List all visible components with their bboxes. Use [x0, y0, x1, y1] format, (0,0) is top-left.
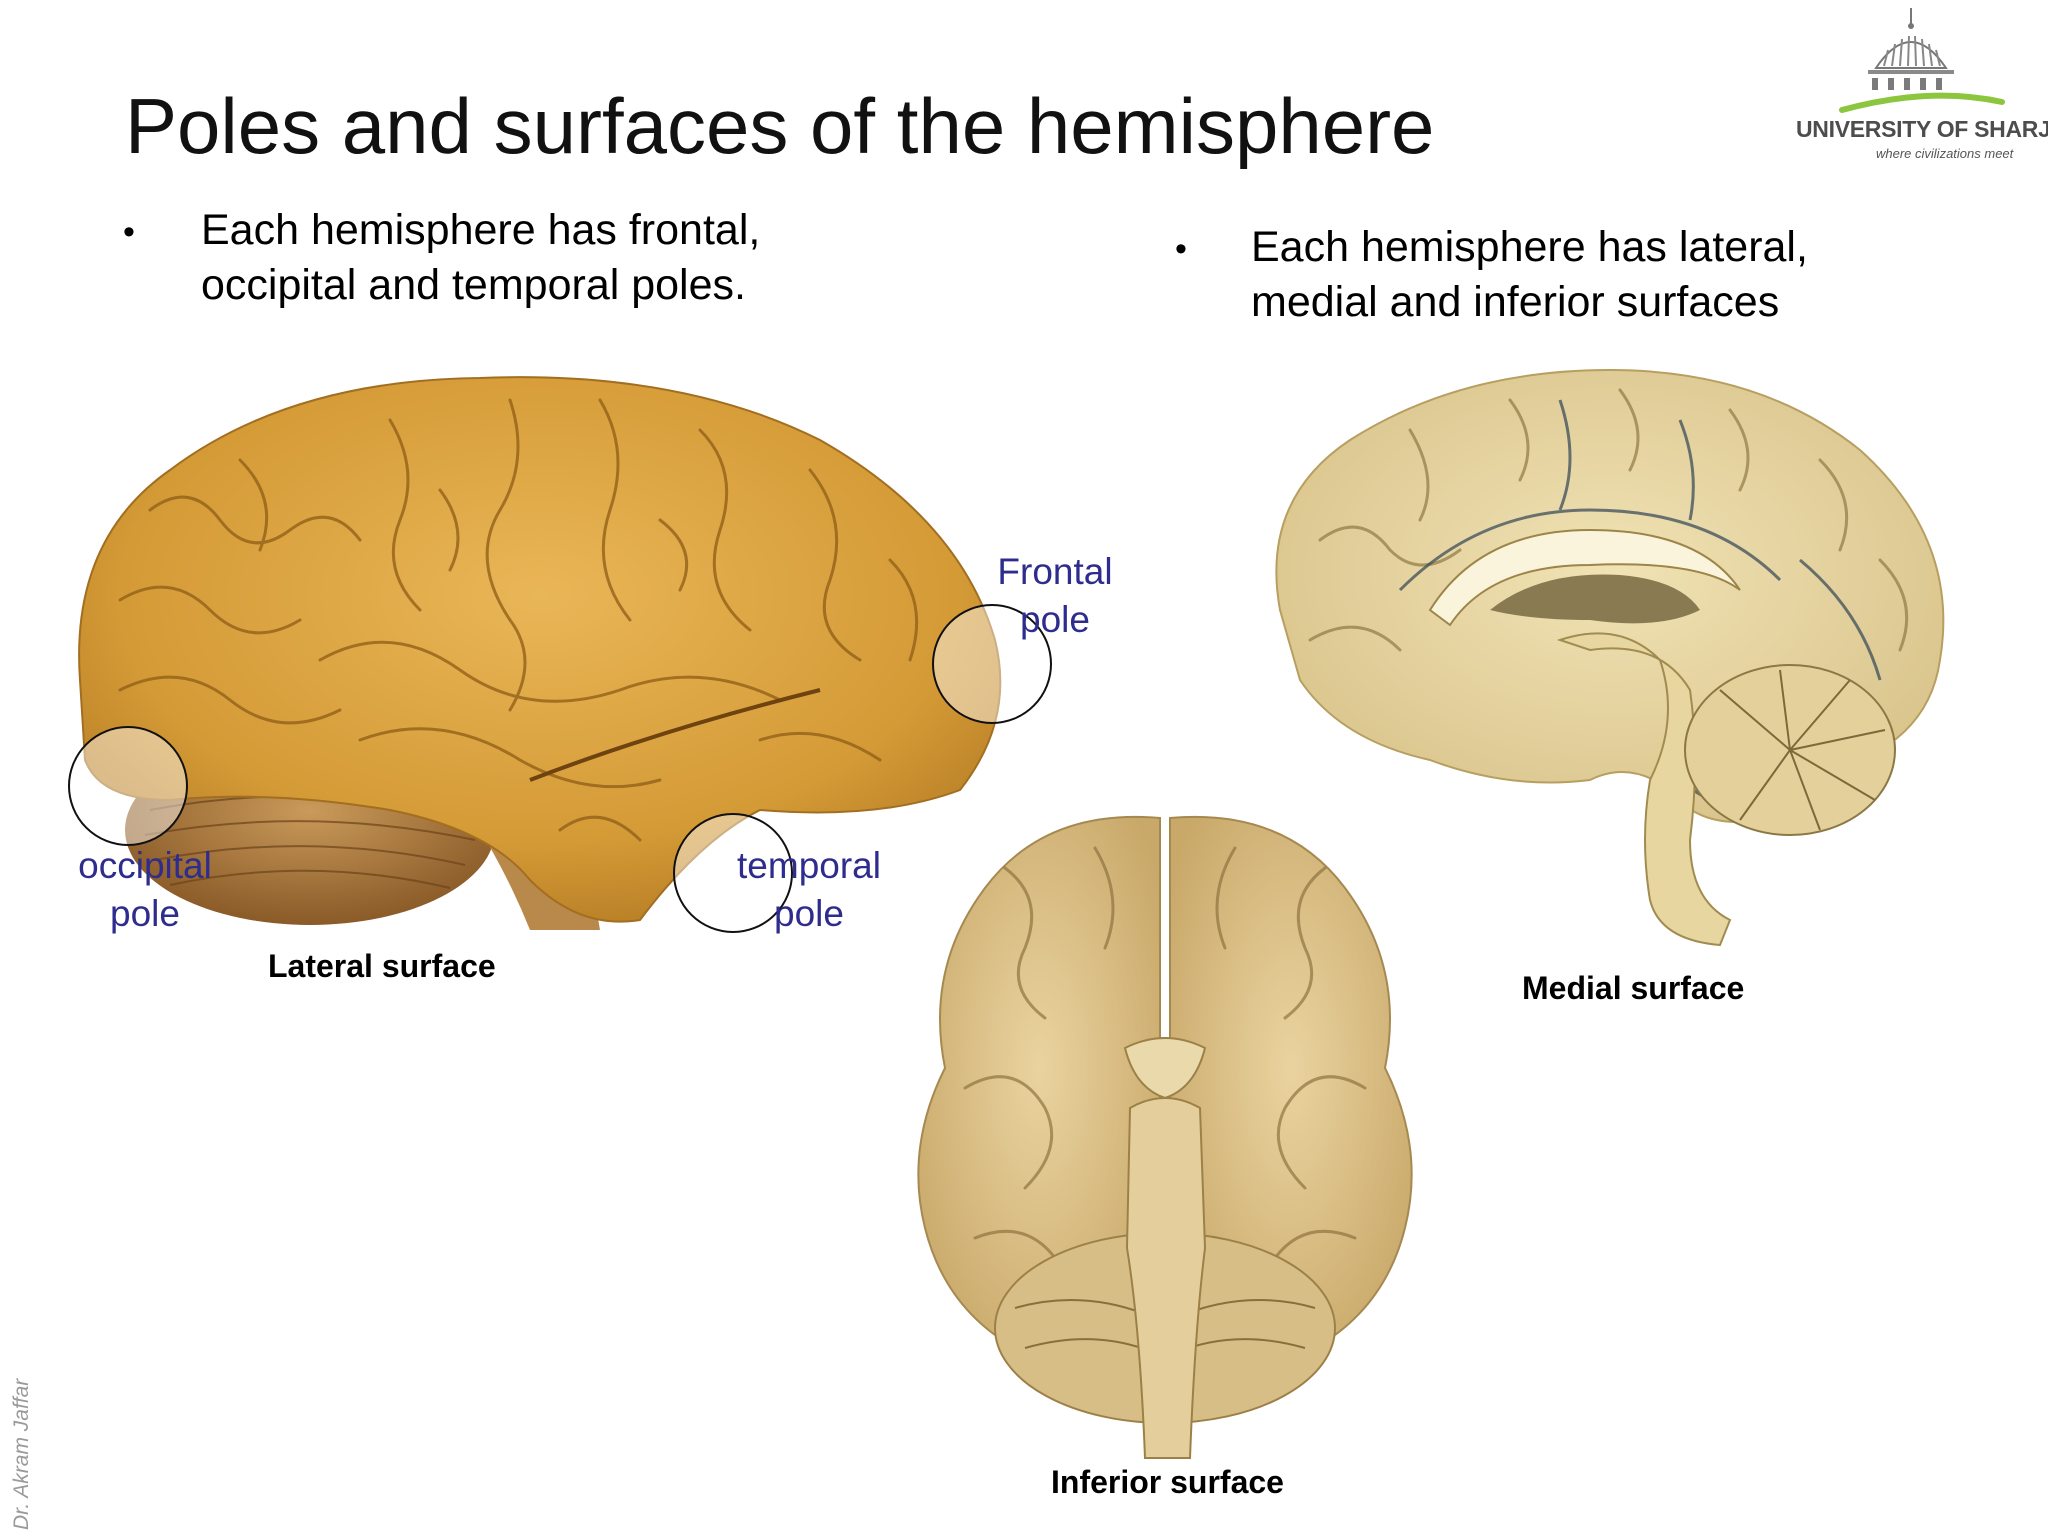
- logo-name: UNIVERSITY OF SHARJAH: [1796, 116, 2048, 142]
- university-logo: UNIVERSITY OF SHARJAH where civilization…: [1780, 6, 2048, 162]
- occipital-pole-circle: [68, 726, 188, 846]
- bullet-line: Each hemisphere has frontal,: [201, 206, 761, 254]
- pole-label-line: pole: [110, 893, 180, 934]
- slide-title: Poles and surfaces of the hemisphere: [125, 82, 1435, 170]
- frontal-pole-circle: [932, 604, 1052, 724]
- pole-label-line: Frontal: [997, 551, 1113, 592]
- brain-sagittal-section: [1275, 368, 1945, 947]
- pole-label-line: temporal: [737, 845, 881, 886]
- brain-inferior-view: [917, 815, 1413, 1459]
- temporal-pole-circle: [673, 813, 793, 933]
- bullet-line: medial and inferior surfaces: [1251, 278, 1780, 326]
- lateral-surface-caption: Lateral surface: [268, 948, 496, 984]
- bullet-marker: •: [123, 213, 135, 251]
- bullet-line: Each hemisphere has lateral,: [1251, 223, 1808, 271]
- inferior-surface-caption: Inferior surface: [1051, 1464, 1284, 1500]
- pole-label-line: pole: [774, 893, 844, 934]
- frontal-pole-label: Frontal pole: [975, 548, 1135, 644]
- author-credit: Dr. Akram Jaffar: [10, 1378, 33, 1530]
- pole-label-line: pole: [1020, 599, 1090, 640]
- bullet-poles: Each hemisphere has frontal, occipital a…: [201, 203, 760, 313]
- bullet-marker: •: [1175, 230, 1187, 268]
- cerebrum-shape: [78, 376, 1002, 923]
- pole-label-line: occipital: [78, 845, 212, 886]
- bullet-surfaces: Each hemisphere has lateral, medial and …: [1251, 220, 1808, 330]
- dome-icon: [1839, 8, 2005, 113]
- temporal-pole-label: temporal pole: [724, 842, 894, 938]
- bullet-line: occipital and temporal poles.: [201, 261, 746, 309]
- logo-tagline: where civilizations meet: [1876, 146, 2014, 161]
- occipital-pole-label: occipital pole: [60, 842, 230, 938]
- medial-surface-caption: Medial surface: [1522, 970, 1745, 1006]
- brain-lateral-view: [78, 376, 1002, 930]
